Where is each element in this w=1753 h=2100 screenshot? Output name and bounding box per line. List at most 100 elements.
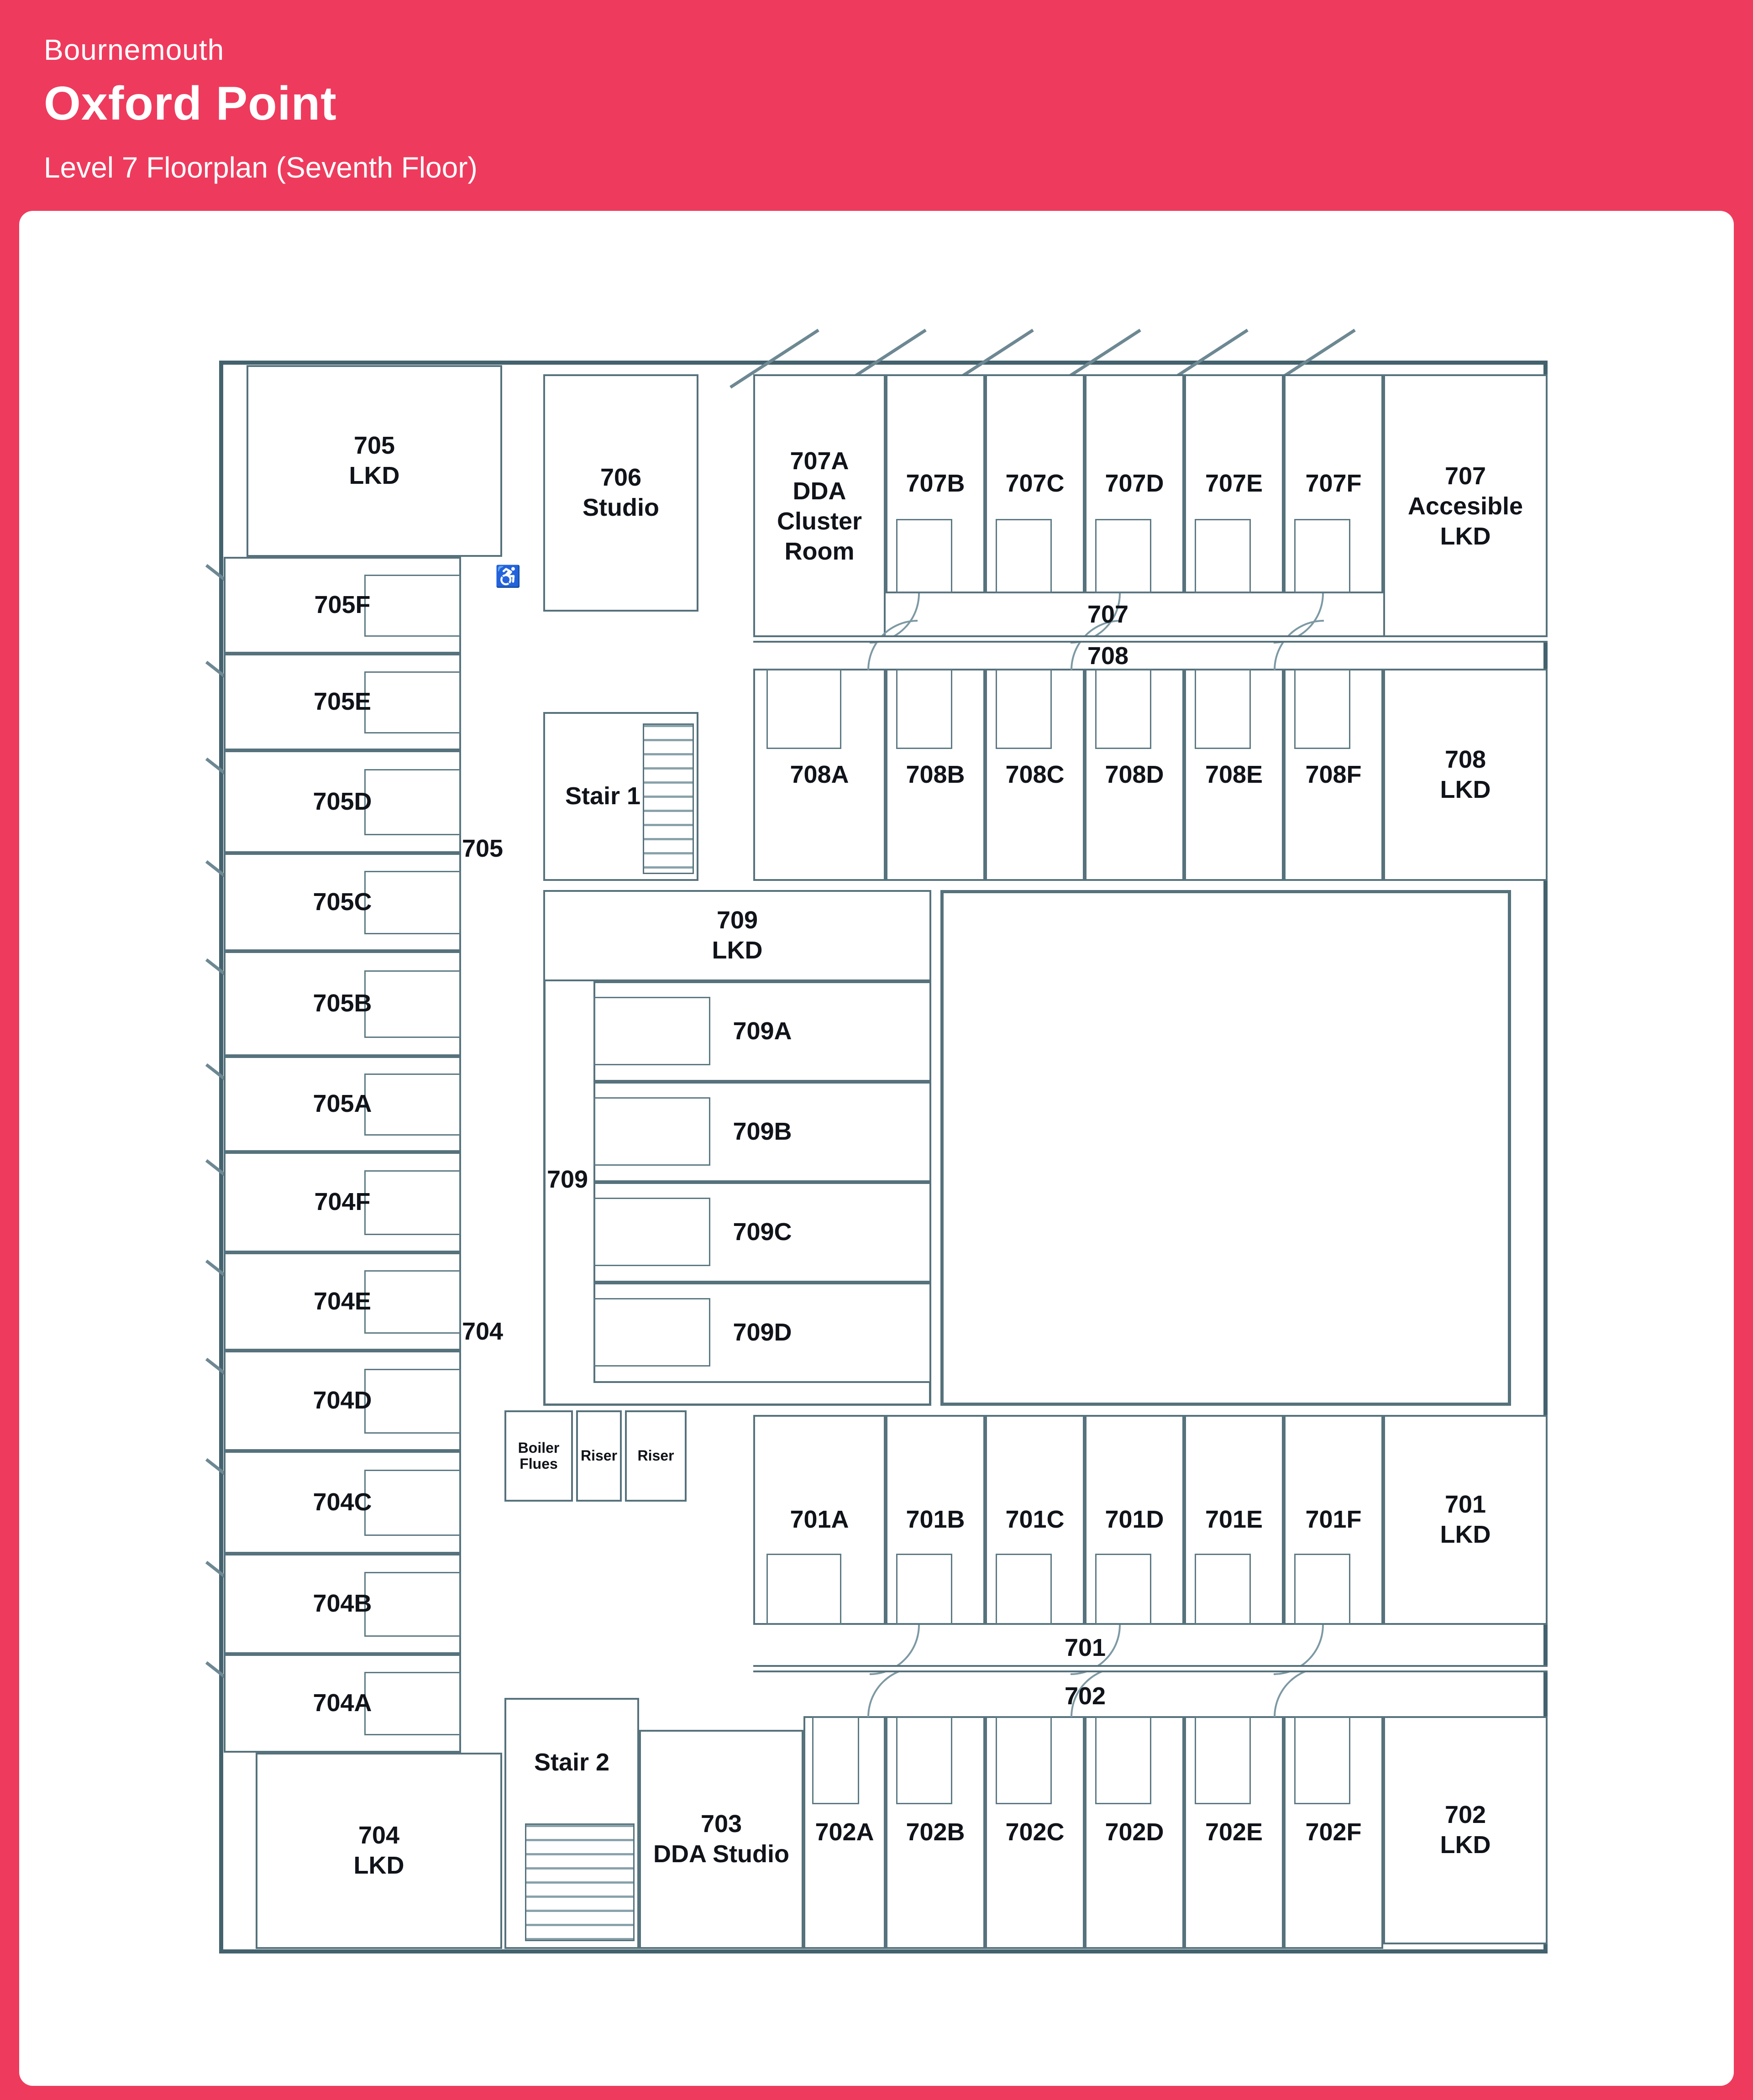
ensuite-pod [364,871,461,934]
corridor-707-label: 707 [1087,601,1129,628]
room-705b: 705B [224,951,461,1056]
room-702e: 702E [1184,1716,1284,1949]
ensuite-pod [1194,669,1251,749]
room-705c-label: 705C [313,888,372,916]
room-701f: 701F [1284,1415,1383,1625]
room-701c-label: 701C [1005,1506,1065,1534]
ensuite-pod [364,769,461,835]
room-708d-label: 708D [1105,760,1164,788]
ensuite-pod [1294,519,1351,593]
ensuite-pod [364,1672,461,1736]
room-riser-1: Riser [576,1410,622,1502]
room-705a: 705A [224,1056,461,1152]
room-709b-label: 709B [733,1118,792,1146]
ensuite-pod [364,1369,461,1434]
ensuite-pod [995,669,1052,749]
room-704d: 704D [224,1351,461,1451]
ensuite-pod [364,1270,461,1334]
ensuite-pod [1095,1553,1152,1624]
ensuite-pod [364,1170,461,1235]
room-705-lkd: 705 LKD [247,365,502,557]
room-709a: 709A [593,981,931,1082]
room-708-lkd: 708 LKD [1383,669,1548,881]
room-boiler-flues: Boiler Flues [504,1410,573,1502]
room-705e-label: 705E [313,688,372,716]
room-707b-label: 707B [906,470,965,498]
room-701f-label: 701F [1305,1506,1362,1534]
room-702e-label: 702E [1205,1818,1263,1846]
ensuite-pod [995,1717,1052,1804]
room-708e: 708E [1184,669,1284,881]
room-704f: 704F [224,1152,461,1252]
corridor-701-label: 701 [1064,1634,1106,1661]
room-704-lkd-label: 704 LKD [353,1822,404,1879]
room-709a-label: 709A [733,1017,792,1045]
room-704a: 704A [224,1654,461,1753]
room-705b-label: 705B [313,990,372,1017]
ensuite-pod [896,1717,953,1804]
courtyard [940,890,1511,1406]
room-704d-label: 704D [313,1387,372,1414]
room-709c: 709C [593,1182,931,1283]
room-707c: 707C [985,374,1085,593]
ensuite-pod [995,519,1052,593]
room-702c: 702C [985,1716,1085,1949]
room-704c: 704C [224,1451,461,1554]
room-708b-label: 708B [906,760,965,788]
ensuite-pod [364,574,461,637]
room-707f: 707F [1284,374,1383,593]
room-705c: 705C [224,853,461,951]
room-701a: 701A [753,1415,886,1625]
room-704f-label: 704F [314,1188,371,1216]
ensuite-pod [1294,1717,1351,1804]
ensuite-pod [364,1074,461,1136]
ensuite-pod [364,671,461,734]
corridor-702-label: 702 [1064,1682,1106,1710]
ensuite-pod [1095,1717,1152,1804]
corridor-705-label: 705 [462,835,504,862]
room-701c: 701C [985,1415,1085,1625]
room-701a-label: 701A [790,1506,849,1534]
room-707e-label: 707E [1205,470,1263,498]
room-705f: 705F [224,557,461,654]
room-702d: 702D [1085,1716,1184,1949]
room-707d: 707D [1085,374,1184,593]
room-708e-label: 708E [1205,760,1263,788]
room-stair-1-label: Stair 1 [565,782,641,810]
header-subtitle: Level 7 Floorplan (Seventh Floor) [44,151,478,184]
room-709d: 709D [593,1283,931,1383]
corridor-707-708-wall [753,635,1548,643]
room-705d: 705D [224,750,461,853]
ensuite-pod [594,1298,710,1367]
room-702-lkd-label: 702 LKD [1440,1801,1491,1859]
ensuite-pod [594,1197,710,1266]
ensuite-pod [995,1553,1052,1624]
room-706-studio-label: 706 Studio [583,464,659,521]
room-705d-label: 705D [313,787,372,815]
ensuite-pod [1294,669,1351,749]
ensuite-pod [364,970,461,1038]
room-705-lkd-label: 705 LKD [349,432,400,489]
ensuite-pod [1095,519,1152,593]
ensuite-pod [1294,1553,1351,1624]
room-708a-label: 708A [790,760,849,788]
room-709c-label: 709C [733,1218,792,1246]
room-709-lkd: 709 LKD [543,890,931,981]
room-707c-label: 707C [1005,470,1065,498]
room-708c: 708C [985,669,1085,881]
ensuite-pod [594,996,710,1065]
room-707a-label: 707A DDA Cluster Room [777,447,862,565]
ensuite-pod [594,1097,710,1166]
ensuite-pod [1095,669,1152,749]
room-703-dda-studio-label: 703 DDA Studio [653,1810,789,1868]
room-707b: 707B [886,374,985,593]
room-708f: 708F [1284,669,1383,881]
room-701b-label: 701B [906,1506,965,1534]
ensuite-pod [896,1553,953,1624]
room-708b: 708B [886,669,985,881]
ensuite-pod [1194,1717,1251,1804]
room-riser-2-label: Riser [637,1447,674,1464]
room-702f: 702F [1284,1716,1383,1949]
room-709b: 709B [593,1082,931,1182]
